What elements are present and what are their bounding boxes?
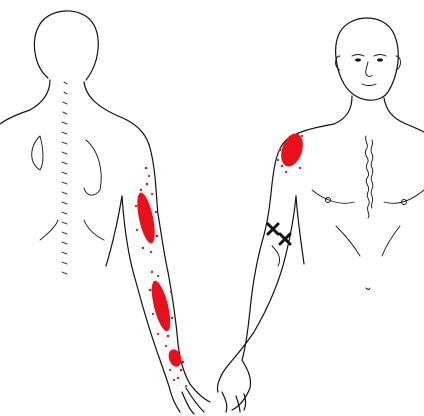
trigger-point-x-icon	[280, 234, 290, 244]
front-view-figure	[217, 18, 424, 412]
front-pectoral	[312, 190, 354, 203]
front-torso-side	[296, 196, 304, 264]
front-arm-inner	[226, 196, 296, 368]
back-head-outline	[34, 11, 98, 80]
front-pain-zones	[277, 131, 307, 173]
front-face	[352, 55, 386, 86]
back-view-figure	[0, 11, 210, 414]
trigger-point-x-icon	[268, 224, 278, 234]
back-neck-right	[84, 82, 118, 116]
back-right-scapula	[84, 140, 101, 195]
trigger-point-markers	[268, 224, 290, 244]
pain-zone-wrist	[167, 348, 184, 369]
front-chest-hair	[365, 136, 373, 218]
back-left-shoulder	[0, 110, 30, 124]
back-left-scapula	[32, 136, 43, 170]
back-lower-left-curve	[40, 220, 58, 240]
front-right-shoulder	[406, 124, 424, 132]
back-lower-right-curve	[84, 220, 104, 240]
front-navel	[366, 288, 370, 290]
front-elbow-crease	[272, 246, 280, 266]
front-pectoral-right	[384, 190, 424, 203]
back-spine	[62, 82, 67, 274]
front-rib-curve-right	[382, 226, 400, 256]
front-hand	[217, 360, 250, 412]
pain-zone-upper-arm	[134, 191, 159, 245]
back-torso-side	[106, 196, 122, 266]
back-hand	[170, 384, 210, 414]
back-neck-left	[30, 80, 50, 110]
front-neck-left	[334, 96, 352, 124]
back-pain-zones	[134, 167, 187, 387]
front-neck-right	[384, 98, 406, 124]
front-head-outline	[336, 18, 399, 100]
front-rib-curve	[336, 226, 360, 256]
